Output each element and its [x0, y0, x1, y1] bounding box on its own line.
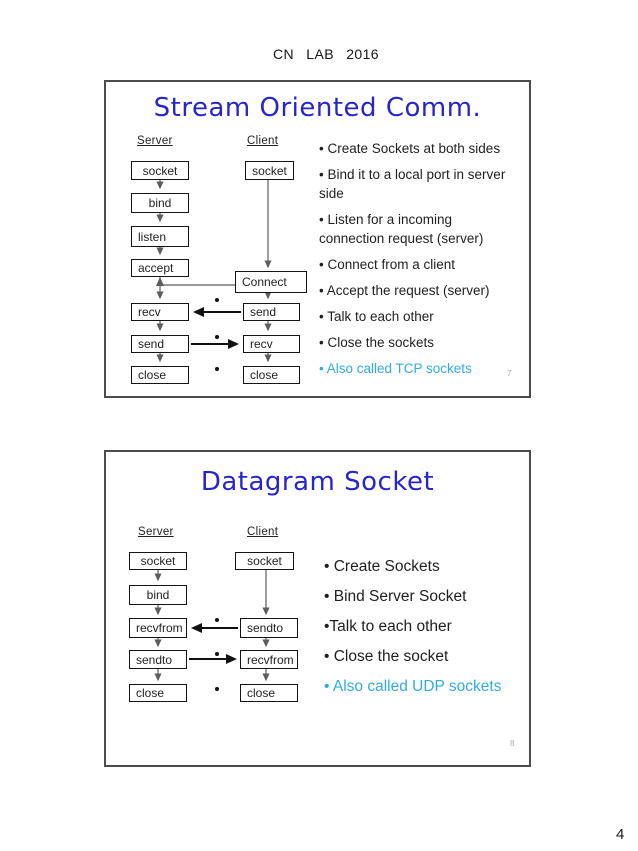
diagram-box-server-accept: accept	[131, 259, 189, 277]
bullet-item: •Talk to each other	[324, 618, 452, 635]
bullet-item-tcp-sockets: • Also called TCP sockets	[319, 361, 472, 376]
diagram-box-client-recvfrom: recvfrom	[240, 650, 298, 669]
diagram-box-server-close: close	[129, 684, 187, 702]
diagram-box-server-send: send	[131, 335, 189, 353]
diagram-box-client-sendto: sendto	[240, 618, 298, 638]
diagram-box-client-recv: recv	[243, 335, 300, 353]
diagram-box-server-recv: recv	[131, 303, 189, 321]
slide1-title: Stream Oriented Comm.	[153, 93, 482, 123]
slide2-title: Datagram Socket	[200, 467, 435, 497]
slide1-page-number: 7	[507, 369, 512, 378]
diagram-box-server-sendto: sendto	[129, 650, 187, 669]
diagram-box-client-close: close	[243, 366, 300, 384]
bullet-item: • Accept the request (server)	[319, 283, 490, 298]
bullet-item: • Create Sockets	[324, 558, 440, 575]
diagram-box-server-bind: bind	[129, 585, 187, 605]
diagram-box-server-close: close	[131, 366, 189, 384]
slide2-page-number: 8	[510, 739, 515, 748]
slide1-server-label: Server	[137, 135, 173, 147]
bullet-item-udp-sockets: • Also called UDP sockets	[324, 678, 502, 695]
slide-datagram-socket: Datagram Socket Server Client	[104, 450, 531, 767]
slide1-client-label: Client	[247, 135, 279, 147]
diagram-box-client-close: close	[240, 684, 298, 702]
diagram-box-server-listen: listen	[131, 226, 189, 247]
slide-stream-oriented-comm: Stream Oriented Comm. Server Client	[104, 80, 531, 398]
diagram-box-client-socket: socket	[245, 161, 294, 180]
slide1-flow-arrows-svg	[156, 180, 272, 371]
diagram-box-client-connect: Connect	[235, 271, 307, 293]
bullet-item: • Close the socket	[324, 648, 449, 665]
bullet-item: • Create Sockets at both sides	[319, 141, 501, 156]
diagram-box-server-recvfrom: recvfrom	[129, 618, 187, 638]
bullet-item: • Close the sockets	[319, 335, 435, 350]
diagram-box-client-socket: socket	[235, 552, 294, 570]
bullet-item: • Listen for a incoming connection reque…	[319, 212, 484, 246]
slide2-server-label: Server	[138, 526, 174, 538]
slide1-bullet-list: • Create Sockets at both sides • Bind it…	[319, 139, 541, 385]
diagram-box-server-bind: bind	[131, 193, 189, 213]
bullet-item: • Bind Server Socket	[324, 588, 467, 605]
slide2-bullet-list: • Create Sockets • Bind Server Socket •T…	[324, 557, 548, 707]
page-header: CN LAB 2016	[272, 46, 379, 62]
page-number: 4	[616, 826, 625, 843]
slide2-client-label: Client	[247, 526, 279, 538]
bullet-item: • Connect from a client	[319, 257, 456, 272]
diagram-box-server-socket: socket	[129, 552, 187, 570]
slide2-flow-arrows-svg	[154, 570, 270, 691]
bullet-item: • Talk to each other	[319, 309, 434, 324]
diagram-box-server-socket: socket	[131, 161, 189, 180]
diagram-box-client-send: send	[243, 303, 300, 321]
bullet-item: • Bind it to a local port in server side	[319, 167, 506, 201]
